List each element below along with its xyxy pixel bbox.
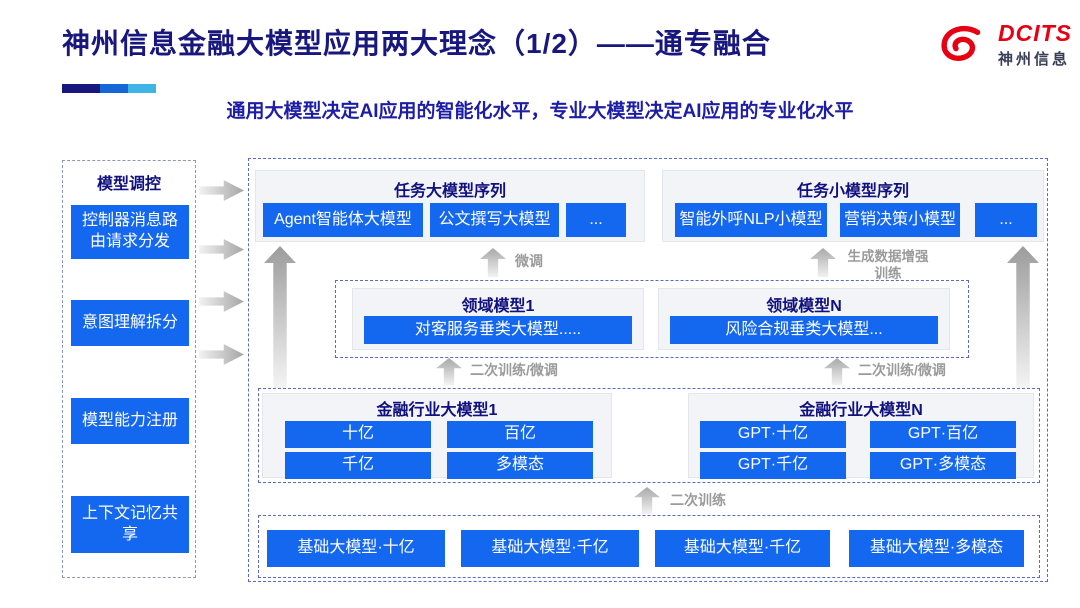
industryN-gpt-billion-box: GPT·十亿	[700, 421, 846, 448]
industry-modelN-title: 金融行业大模型N	[799, 402, 923, 419]
sidebar-item-capability-register: 模型能力注册	[71, 398, 189, 444]
industry1-ten-billion-box: 百亿	[447, 421, 593, 448]
industry-model-container	[258, 388, 1040, 483]
finetune-label: 微调	[515, 253, 543, 269]
task-small-more-box: ...	[975, 203, 1037, 237]
industryN-gpt-hundred-billion-box: GPT·千亿	[700, 452, 846, 479]
base-model-container	[258, 515, 1040, 578]
sidebar-item-controller-routing: 控制器消息路由请求分发	[71, 205, 189, 259]
risk-compliance-vertical-model-box: 风险合规垂类大模型...	[670, 316, 938, 344]
dispatch-arrow-2-icon	[199, 239, 244, 260]
sidebar-item-intent-split: 意图理解拆分	[71, 300, 189, 346]
accent-blue	[100, 84, 128, 93]
base-model-hundred-billion-box-2: 基础大模型·千亿	[655, 530, 830, 567]
model-control-panel: 模型调控 控制器消息路由请求分发 意图理解拆分 模型能力注册 上下文记忆共享	[62, 160, 196, 578]
model-control-title: 模型调控	[96, 176, 161, 193]
logo-brand-text: DCITS	[998, 20, 1072, 46]
industry-model1-title: 金融行业大模型1	[376, 402, 498, 419]
industry1-hundred-billion-box: 千亿	[285, 452, 431, 479]
dispatch-arrow-1-icon	[199, 180, 244, 201]
model-stack-container	[248, 158, 1048, 582]
base-model-billion-box: 基础大模型·十亿	[267, 530, 445, 567]
marketing-decision-model-box: 营销决策小模型	[840, 203, 960, 237]
industry1-multimodal-box: 多模态	[447, 452, 593, 479]
accent-navy	[62, 84, 100, 93]
base-model-hundred-billion-box-1: 基础大模型·千亿	[461, 530, 639, 567]
logo: DCITS 神州信息	[938, 20, 1072, 69]
slide-subtitle: 通用大模型决定AI应用的智能化水平，专业大模型决定AI应用的专业化水平	[226, 101, 854, 122]
document-writing-model-box: 公文撰写大模型	[430, 203, 559, 237]
base-model-multimodal-box: 基础大模型·多模态	[849, 530, 1024, 567]
title-accent-bar	[62, 84, 156, 93]
outbound-nlp-model-box: 智能外呼NLP小模型	[675, 203, 827, 237]
sidebar-item-context-memory: 上下文记忆共享	[71, 496, 189, 553]
dcits-swirl-icon	[941, 25, 981, 61]
industryN-gpt-ten-billion-box: GPT·百亿	[870, 421, 1016, 448]
domain-model-container	[335, 280, 969, 358]
page-title: 神州信息金融大模型应用两大理念（1/2）——通专融合	[62, 28, 771, 59]
dispatch-arrow-4-icon	[199, 344, 244, 365]
task-small-model-title: 任务小模型序列	[796, 183, 909, 200]
retrain-label: 二次训练	[670, 492, 726, 508]
dispatch-arrow-3-icon	[199, 291, 244, 312]
task-large-more-box: ...	[566, 203, 626, 237]
industry1-billion-box: 十亿	[285, 421, 431, 448]
agent-large-model-box: Agent智能体大模型	[263, 203, 423, 237]
logo-company-text: 神州信息	[998, 51, 1071, 68]
retrain-finetune-label-left: 二次训练/微调	[470, 362, 558, 378]
accent-cyan	[128, 84, 156, 93]
domain-model1-title: 领域模型1	[461, 298, 535, 315]
task-large-model-title: 任务大模型序列	[393, 183, 506, 200]
retrain-finetune-label-right: 二次训练/微调	[858, 362, 946, 378]
gen-data-train-label: 生成数据增强训练	[847, 249, 929, 281]
customer-service-vertical-model-box: 对客服务垂类大模型.....	[364, 316, 632, 344]
domain-modelN-title: 领域模型N	[766, 298, 842, 315]
industryN-gpt-multimodal-box: GPT·多模态	[870, 452, 1016, 479]
